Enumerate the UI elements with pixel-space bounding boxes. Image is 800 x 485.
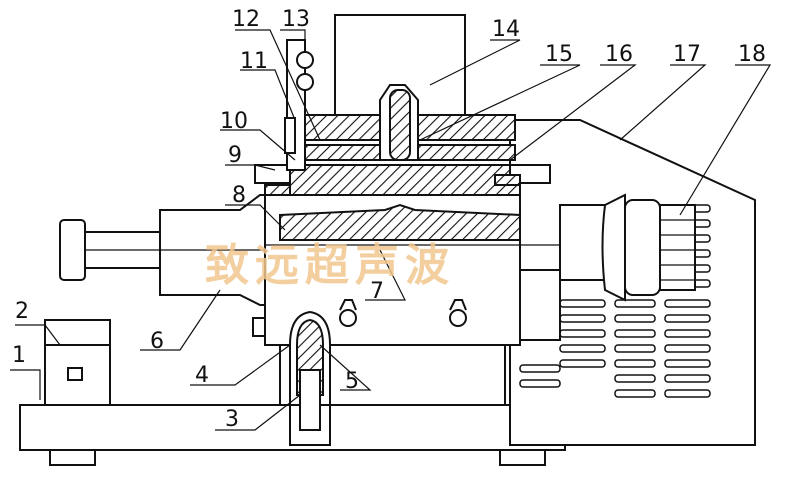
clamp-ring bbox=[284, 164, 521, 196]
housing-vents bbox=[519, 204, 711, 398]
label-5: 5 bbox=[345, 369, 359, 394]
label-13: 13 bbox=[282, 7, 310, 32]
connector-ring bbox=[624, 199, 661, 296]
screw-right bbox=[449, 309, 467, 327]
connector-plug bbox=[659, 204, 696, 291]
watermark-text: 致远超声波 bbox=[205, 240, 455, 291]
transducer-core bbox=[279, 203, 521, 241]
connector-flange bbox=[601, 193, 626, 302]
label-4: 4 bbox=[195, 363, 209, 388]
horn-tip bbox=[59, 219, 86, 281]
side-plate bbox=[519, 269, 561, 341]
leader-lines bbox=[10, 29, 772, 431]
top-pin-core bbox=[389, 89, 411, 161]
side-bolt-left bbox=[252, 317, 266, 337]
base-foot-left bbox=[49, 449, 96, 466]
label-7: 7 bbox=[370, 279, 384, 304]
bolt-sleeve bbox=[284, 117, 296, 154]
label-11: 11 bbox=[240, 49, 268, 74]
screw-left bbox=[339, 309, 357, 327]
label-14: 14 bbox=[492, 17, 520, 42]
bolt-nut-lower bbox=[296, 73, 314, 91]
label-6: 6 bbox=[150, 329, 164, 354]
label-17: 17 bbox=[673, 42, 701, 67]
label-15: 15 bbox=[545, 42, 573, 67]
bolt-nut-upper bbox=[296, 51, 314, 69]
washer-left bbox=[264, 184, 291, 196]
label-2: 2 bbox=[15, 299, 29, 324]
label-12: 12 bbox=[232, 7, 260, 32]
control-switch bbox=[67, 367, 83, 381]
label-1: 1 bbox=[12, 343, 26, 368]
label-3: 3 bbox=[225, 407, 239, 432]
label-8: 8 bbox=[232, 183, 246, 208]
label-18: 18 bbox=[738, 42, 766, 67]
control-box bbox=[44, 319, 111, 406]
washer-right bbox=[494, 174, 521, 186]
base-foot-right bbox=[499, 449, 546, 466]
nut-left bbox=[254, 164, 291, 184]
label-16: 16 bbox=[605, 42, 633, 67]
anvil-screw bbox=[299, 369, 321, 431]
label-9: 9 bbox=[228, 143, 242, 168]
connector-ribs bbox=[660, 219, 695, 281]
label-10: 10 bbox=[220, 109, 248, 134]
